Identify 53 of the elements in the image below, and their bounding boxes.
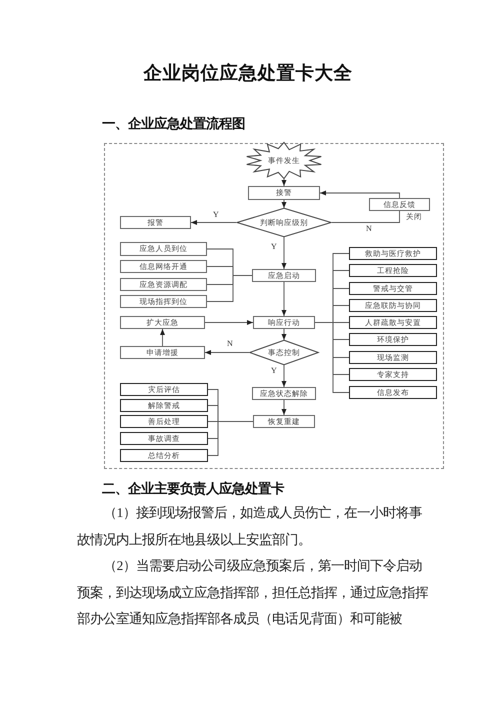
connector-line [206, 275, 252, 302]
process-box [120, 216, 191, 229]
process-box [120, 295, 207, 308]
arrow [190, 220, 236, 225]
process-box [252, 269, 316, 282]
process-box [349, 247, 437, 260]
arrow [282, 178, 286, 186]
connector-line [332, 210, 400, 223]
arrow [160, 328, 165, 346]
section-heading: 一、企业应急处置流程图 [102, 117, 245, 133]
edge-label: Y [213, 211, 219, 219]
edge-label: N [227, 340, 233, 348]
connector-line [314, 322, 350, 393]
process-box [349, 333, 437, 346]
process-box [120, 316, 205, 329]
arrow [204, 320, 254, 325]
process-box [349, 386, 437, 399]
process-box [120, 260, 207, 273]
process-box [120, 399, 208, 412]
arrow [282, 200, 286, 208]
process-box [120, 383, 208, 396]
process-box [349, 351, 437, 364]
process-box [349, 282, 437, 295]
process-box [349, 264, 437, 277]
process-box [120, 449, 208, 462]
process-box [120, 346, 205, 359]
process-box [349, 316, 437, 329]
paragraph: （1）接到现场报警后，如造成人员伤亡，在一小时将事故情况内上报所在地县级以上安监部门。 [77, 504, 424, 548]
process-box [252, 387, 316, 400]
process-box [369, 198, 430, 211]
arrow [282, 364, 286, 388]
arrow [282, 328, 286, 340]
process-box [349, 368, 437, 381]
process-box [253, 316, 315, 329]
process-box [120, 242, 207, 256]
section-heading: 二、企业主要负责人应急处置卡 [102, 482, 284, 498]
connector-line [208, 421, 254, 456]
arrow [282, 282, 286, 316]
process-box [120, 432, 208, 445]
arrow [282, 236, 286, 270]
arrow [204, 350, 250, 355]
page-title: 企业岗位应急处置卡大全 [144, 63, 352, 85]
process-box [248, 186, 320, 200]
process-box [120, 415, 208, 428]
edge-label: N [366, 225, 372, 233]
edge-label: Y [271, 243, 277, 251]
edge-label: Y [271, 367, 277, 375]
arrow [320, 190, 400, 198]
process-box [349, 299, 437, 312]
paragraph: （2）当需要启动公司级应急预案后，第一时间下令启动预案，到达现场成立应急指挥部，担任总指挥，通过应急指挥部办公室通知应急指挥部各成员（电话见背面）和可能被 [77, 557, 429, 628]
process-box [253, 415, 315, 428]
arrow [282, 400, 286, 416]
process-box [120, 278, 207, 291]
